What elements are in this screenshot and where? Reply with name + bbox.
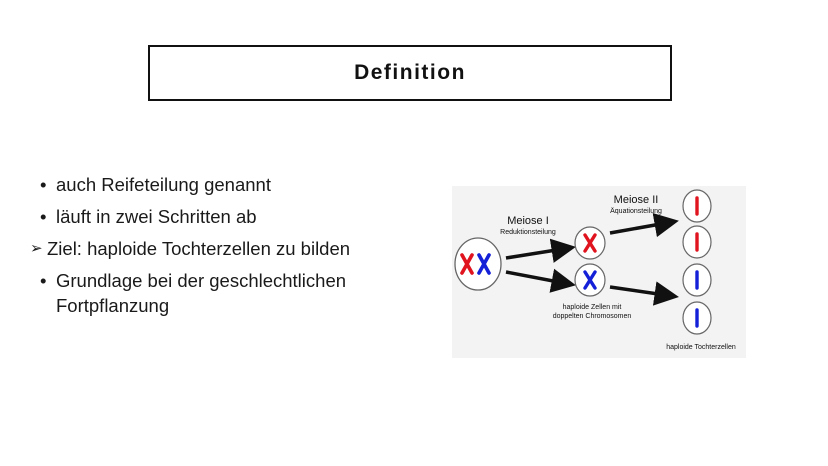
meiosis-diagram: Meiose I Reduktionsteilung haploide Zell… xyxy=(452,186,746,358)
arrow-meiose2-down xyxy=(609,281,679,306)
meiose2-subtitle: Äquationsteilung xyxy=(610,207,662,215)
daughter-cell-red-2 xyxy=(682,225,712,259)
daughter-cells-label: haploide Tochterzellen xyxy=(666,344,736,351)
daughter-cell-blue-1 xyxy=(682,263,712,297)
slide-title: Definition xyxy=(354,61,466,84)
bullet-item: ➢ Ziel: haploide Tochterzellen zu bilden xyxy=(30,236,410,261)
blue-chromosome-x xyxy=(477,253,491,275)
meiose1-title: Meiose I xyxy=(507,215,549,227)
arrow-up xyxy=(505,238,576,263)
parent-cell xyxy=(454,237,502,291)
bullet-marker: • xyxy=(40,206,47,227)
bullet-item: • läuft in zwei Schritten ab xyxy=(40,204,410,229)
haploid-label-line2: doppelten Chromosomen xyxy=(553,313,632,320)
haploid-label-line1: haploide Zellen mit xyxy=(563,304,622,311)
meiose2-title: Meiose II xyxy=(614,194,659,206)
red-chromosome-x xyxy=(460,253,474,275)
arrow-down xyxy=(505,268,576,293)
bullet-item: • Grundlage bei der geschlechtlichen For… xyxy=(40,268,410,318)
bullet-text: läuft in zwei Schritten ab xyxy=(56,206,257,227)
bullet-list: • auch Reifeteilung genannt • läuft in z… xyxy=(30,172,410,325)
haploid-cell-red xyxy=(574,226,606,260)
meiose1-subtitle: Reduktionsteilung xyxy=(500,229,556,236)
haploid-cell-blue xyxy=(574,263,606,297)
arrow-meiose2-up xyxy=(609,212,679,238)
arrow-bullet-marker: ➢ xyxy=(30,240,43,257)
bullet-marker: • xyxy=(40,174,47,195)
title-box: Definition xyxy=(148,45,672,101)
bullet-text: Ziel: haploide Tochterzellen zu bilden xyxy=(47,238,351,259)
daughter-cell-red-1 xyxy=(682,189,712,223)
bullet-item: • auch Reifeteilung genannt xyxy=(40,172,410,197)
bullet-marker: • xyxy=(40,270,47,291)
bullet-text: Grundlage bei der geschlechtlichen Fortp… xyxy=(56,270,347,316)
bullet-text: auch Reifeteilung genannt xyxy=(56,174,271,195)
daughter-cell-blue-2 xyxy=(682,301,712,335)
